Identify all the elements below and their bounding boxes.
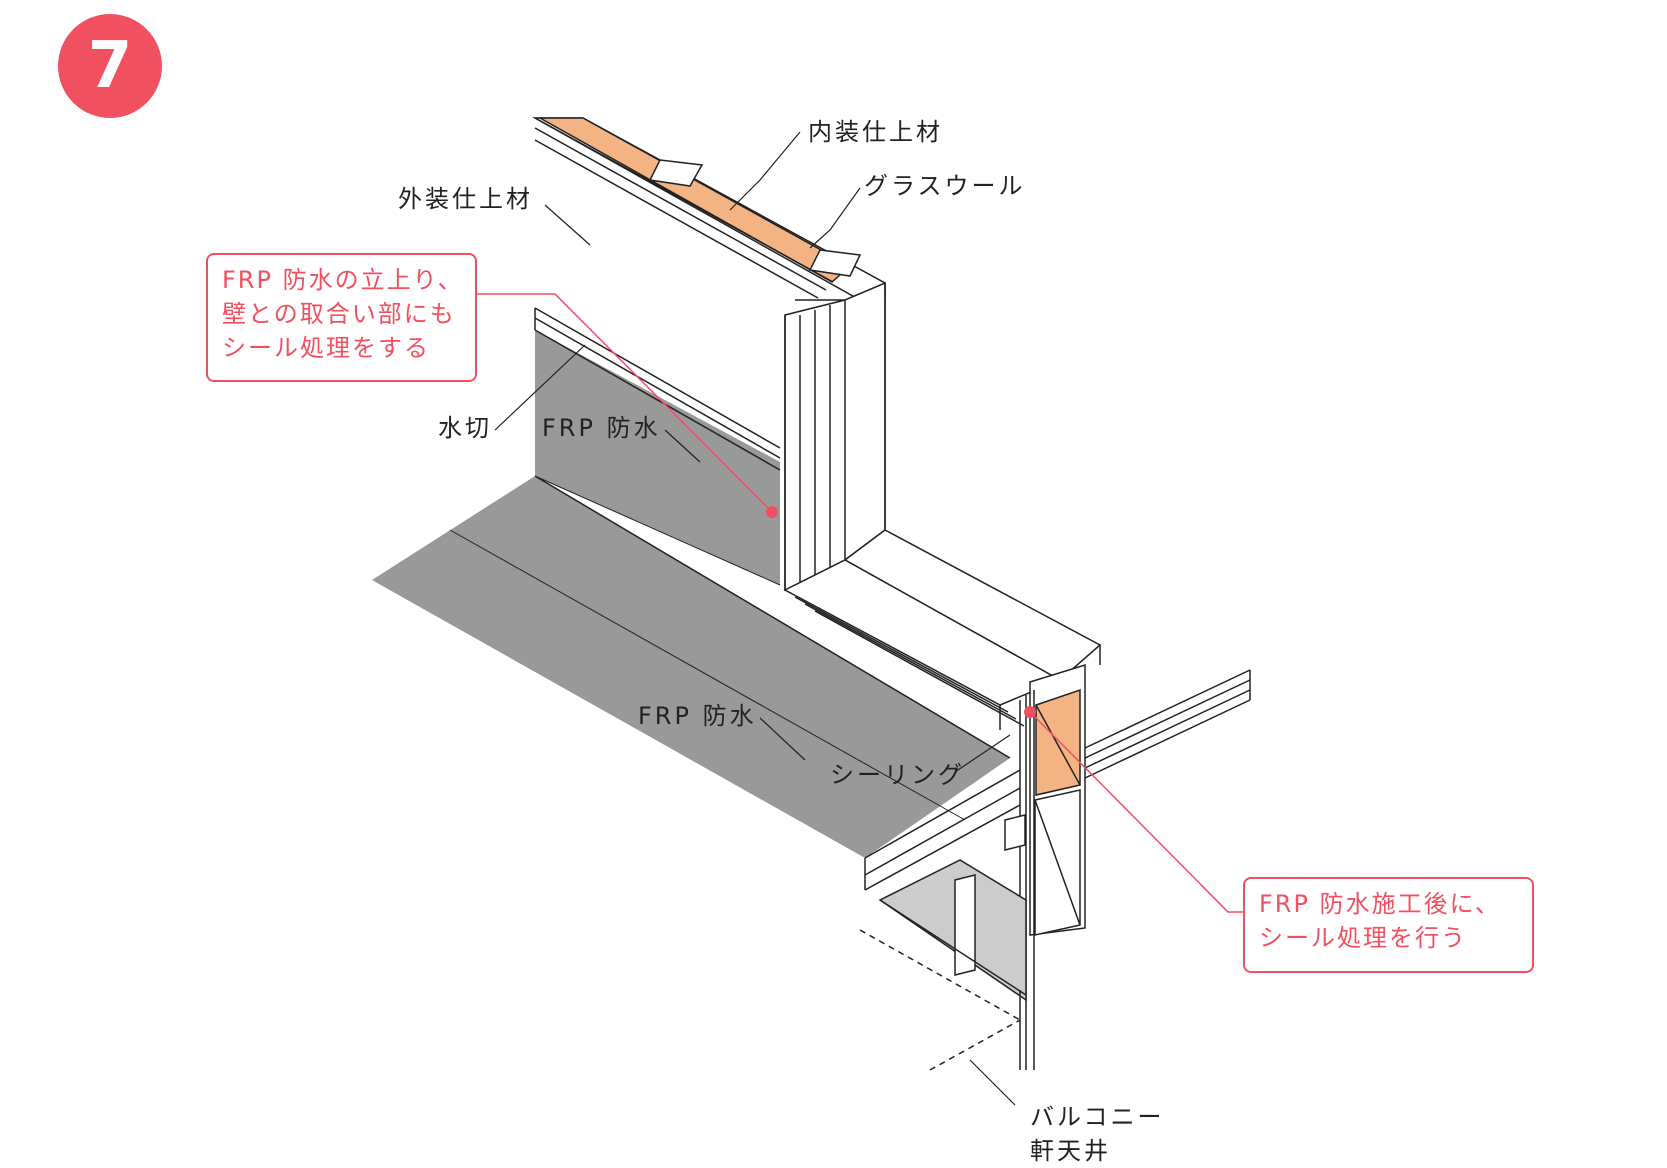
frp-floor: [372, 475, 1011, 858]
flashing-strip: [534, 307, 781, 459]
label-exterior-finish: 外装仕上材: [398, 185, 533, 213]
label-eave-ceiling-line2: 軒天井: [1030, 1137, 1111, 1165]
upper-wall-section: [532, 117, 886, 303]
label-frp-upper: FRP 防水: [542, 414, 661, 442]
callout-dot-wall: [766, 506, 778, 518]
callout-after-frp: FRP 防水施工後に、 シール処理を行う: [1243, 877, 1534, 973]
floor-joists: [1084, 669, 1251, 779]
slab-edge: [864, 769, 1026, 891]
callout-after-frp-line2: シール処理を行う: [1259, 924, 1467, 952]
callout-wall-seal-line2: 壁との取合い部にも: [222, 300, 456, 328]
callout-leaders: [477, 293, 1243, 913]
soffit: [859, 859, 1027, 1071]
callout-wall-seal-line3: シール処理をする: [222, 334, 430, 362]
label-eave-ceiling-line1: バルコニー: [1030, 1103, 1165, 1131]
leader-lines: [494, 131, 1016, 1106]
callout-dot-joint: [1024, 706, 1036, 718]
parapet: [783, 529, 1102, 730]
label-flashing: 水切: [438, 414, 492, 442]
label-sealing: シーリング: [830, 761, 965, 789]
callout-wall-seal: FRP 防水の立上り、 壁との取合い部にも シール処理をする: [206, 253, 477, 382]
label-eave-ceiling: バルコニー 軒天井: [1030, 1100, 1165, 1168]
callout-after-frp-line1: FRP 防水施工後に、: [1259, 890, 1501, 918]
lower-wall-section: [1019, 663, 1086, 1070]
label-glass-wool: グラスウール: [864, 172, 1026, 200]
step-number: 7: [87, 29, 133, 103]
step-number-badge: 7: [58, 14, 162, 118]
label-frp-lower: FRP 防水: [638, 702, 757, 730]
callout-wall-seal-line1: FRP 防水の立上り、: [222, 266, 464, 294]
label-interior-finish: 内装仕上材: [808, 118, 943, 146]
